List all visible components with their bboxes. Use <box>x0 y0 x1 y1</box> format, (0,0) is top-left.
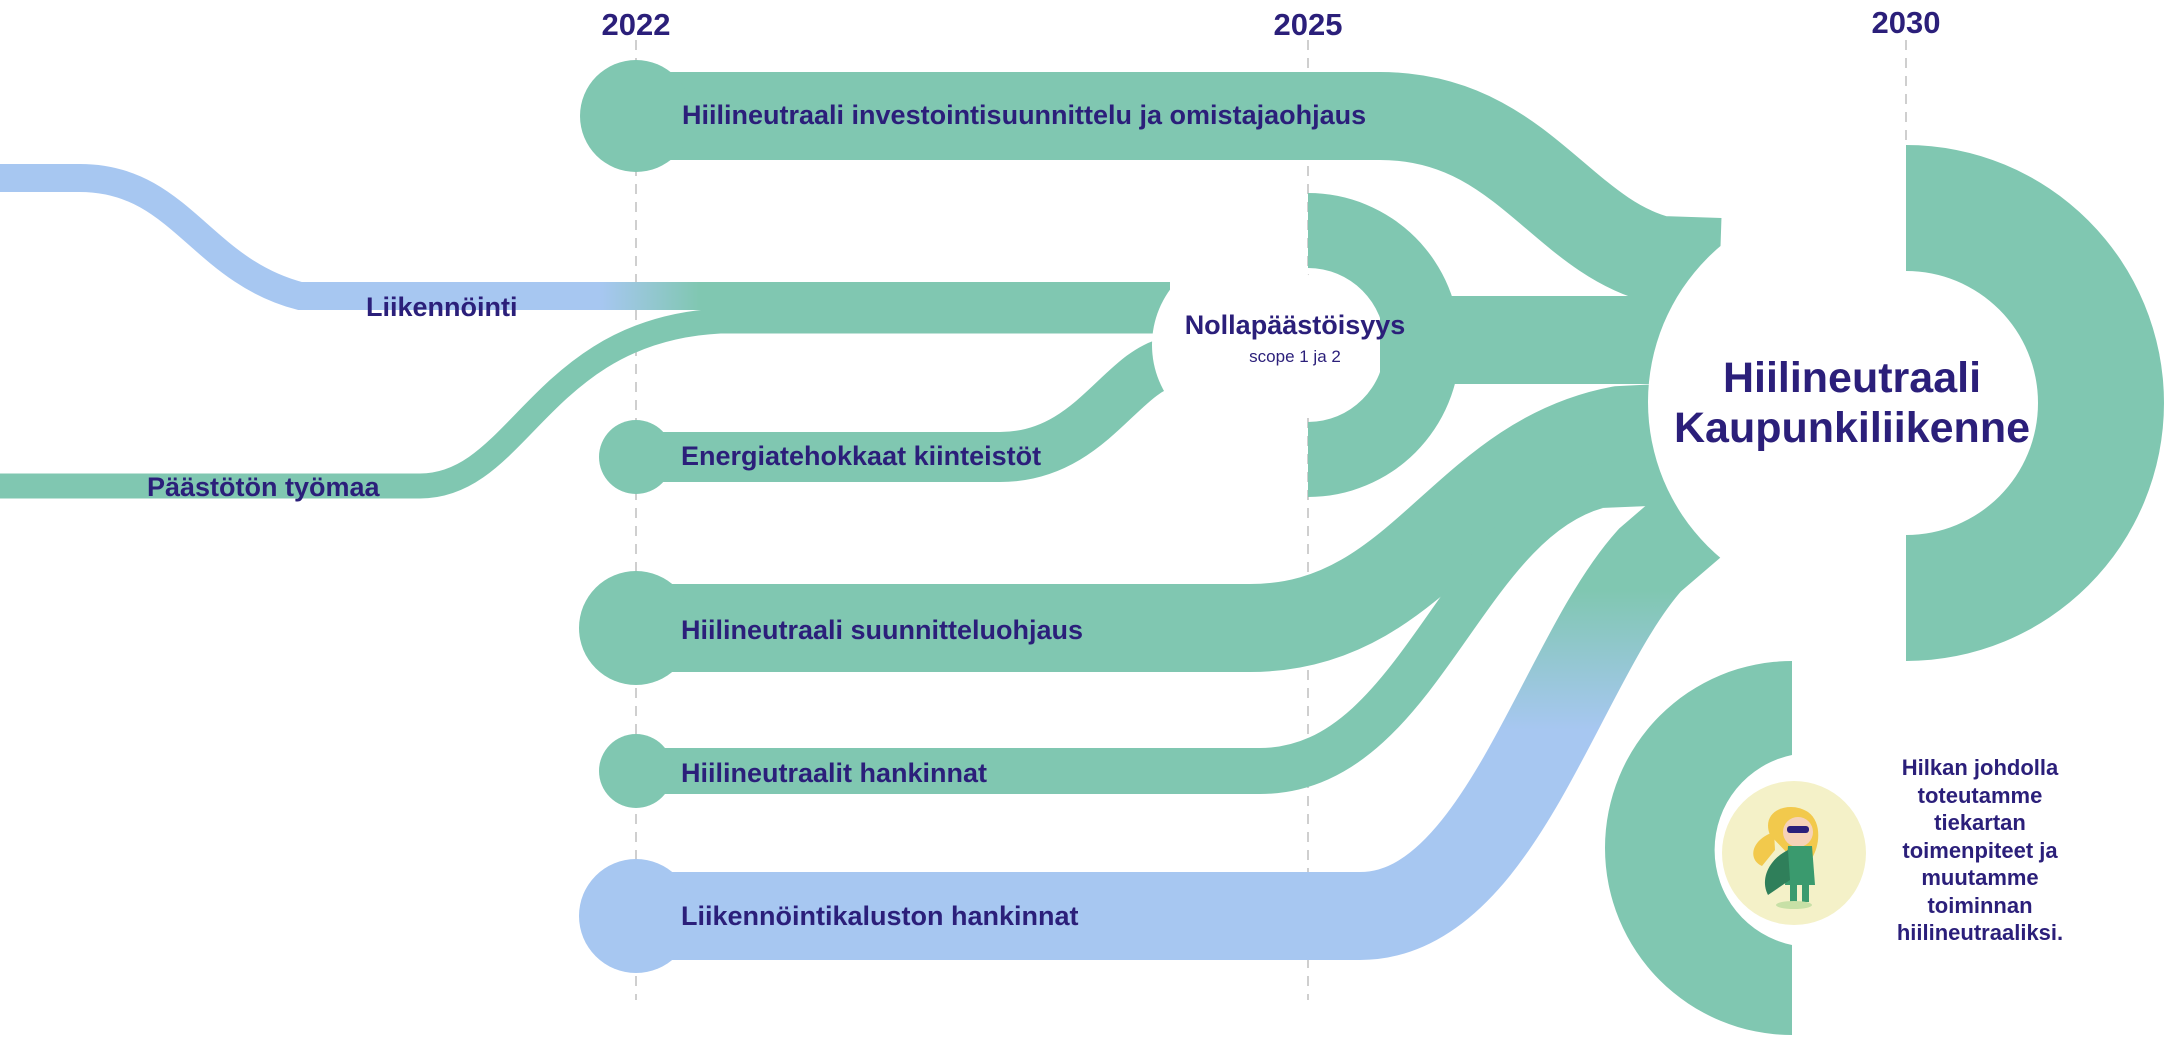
label-investment: Hiilineutraali investointisuunnittelu ja… <box>682 100 1366 130</box>
start-investment <box>580 60 692 172</box>
milestone-node <box>1152 251 1340 439</box>
band-planning <box>636 381 1723 672</box>
label-worksite: Päästötön työmaa <box>147 472 381 502</box>
caption-line: toiminnan <box>1927 892 2033 918</box>
band-properties <box>636 337 1177 482</box>
milestone-title: Nollapäästöisyys <box>1185 310 1406 340</box>
caption-line: toteutamme <box>1917 782 2043 808</box>
caption-line: muutamme <box>1921 865 2039 890</box>
label-fleet: Liikennöintikaluston hankinnat <box>681 901 1079 931</box>
start-properties <box>599 420 673 494</box>
superhero-girl-icon <box>1722 781 1866 925</box>
caption-line: Hilkan johdolla <box>1901 755 2059 780</box>
band-fleet <box>636 466 1749 960</box>
year-2030: 2030 <box>1872 5 1941 40</box>
band-investment <box>636 72 1722 306</box>
goal-node <box>1648 198 2056 606</box>
milestone-subtitle: scope 1 ja 2 <box>1249 347 1341 366</box>
goal-ring-2030 <box>1906 145 2164 661</box>
milestone-ring <box>1308 193 1460 497</box>
caption-line: hiilineutraaliksi. <box>1896 920 2064 945</box>
start-planning <box>579 571 693 685</box>
label-operations: Liikennöinti <box>366 292 518 322</box>
goal-title-line1: Hiilineutraali <box>1723 354 1981 402</box>
start-procurement <box>599 734 673 808</box>
start-fleet <box>579 859 693 973</box>
label-properties: Energiatehokkaat kiinteistöt <box>681 441 1041 471</box>
caption-line: tiekartan <box>1934 810 2026 835</box>
mascot-ring <box>1605 661 1792 1035</box>
label-planning: Hiilineutraali suunnitteluohjaus <box>681 615 1083 645</box>
band-operations <box>0 164 1170 310</box>
goal-title-line2: Kaupunkiliikenne <box>1674 404 2030 452</box>
year-2022: 2022 <box>602 7 671 42</box>
mascot-caption: Hilkan johdolla toteutamme tiekartan toi… <box>1870 754 2090 947</box>
band-procurement <box>636 457 1721 794</box>
year-2025: 2025 <box>1274 7 1343 42</box>
caption-line: toimenpiteet ja <box>1902 837 2058 863</box>
band-worksite <box>0 308 1160 499</box>
flow-bands <box>0 72 1749 960</box>
start-circles <box>579 60 693 973</box>
timeline-guides <box>635 40 1907 1000</box>
label-procurement: Hiilineutraalit hankinnat <box>681 758 987 788</box>
